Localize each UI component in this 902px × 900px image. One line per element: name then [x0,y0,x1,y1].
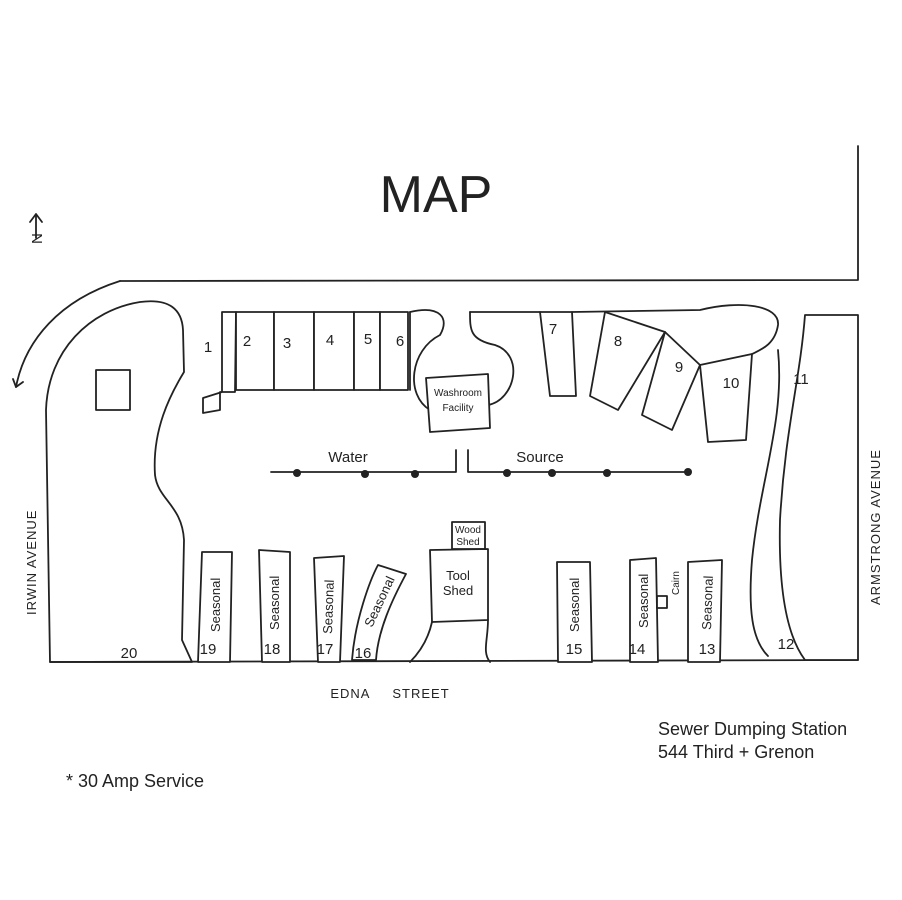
lot-11-number: 11 [793,371,809,388]
washroom-loop-road [409,309,515,411]
lot-2 [235,311,275,391]
lot-2-number: 2 [243,333,251,350]
lot-17-seasonal: Seasonal [320,579,337,634]
lot-5-number: 5 [364,331,372,348]
tool-shed-label-1: Tool [446,568,470,583]
lot-17 [313,555,345,663]
lot-11 [778,314,859,661]
wood-shed-label-1: Wood [455,525,481,536]
washroom-label-1: Washroom [434,388,482,399]
road-arrow-icon [12,378,24,388]
tool-shed-label-2: Shed [443,583,473,598]
lot-4-number: 4 [326,332,334,349]
lot-18-seasonal: Seasonal [267,576,282,630]
lot-1-number: 1 [204,339,212,356]
source-label: Source [516,449,564,466]
service-note: * 30 Amp Service [66,771,204,791]
lot-7 [539,311,577,397]
lot-9-number: 9 [675,359,683,376]
washroom-facility: Washroom Facility [425,373,491,433]
lot-20-number: 20 [121,645,138,662]
lot-6 [379,311,409,391]
sewer-station-label: Sewer Dumping Station [658,719,847,739]
lot-16 [351,564,407,661]
water-line [270,449,692,478]
edna-street-label: EDNA STREET [330,686,449,701]
lot-18-number: 18 [264,641,281,658]
lot-13-seasonal: Seasonal [699,575,716,630]
lot-20-structure [95,369,131,411]
washroom-label-2: Facility [442,403,473,414]
lot-5 [353,311,381,391]
lot-10 [699,353,753,443]
lot-1 [202,311,237,414]
cairn-label: Cairn [671,571,682,595]
lot-14 [629,557,659,663]
lot-15-seasonal: Seasonal [567,578,582,632]
lot-16-number: 16 [355,645,372,662]
armstrong-avenue-label: ARMSTRONG AVENUE [868,449,883,605]
lot-6-number: 6 [396,333,404,350]
lot-13-number: 13 [699,641,716,658]
lot-3 [273,311,315,391]
wood-shed: Wood Shed [451,521,486,550]
east-road-edge [749,349,781,657]
wood-shed-label-2: Shed [456,537,479,548]
irwin-avenue-label: IRWIN AVENUE [24,510,39,615]
map-title: MAP [380,166,493,224]
lot-7-number: 7 [549,321,557,338]
lot-19 [197,551,233,663]
lot-14-seasonal: Seasonal [636,574,651,628]
tool-shed: Tool Shed [409,548,491,663]
north-label: N [29,233,46,244]
lot-3-number: 3 [283,335,291,352]
lot-9 [641,331,701,431]
lot-13 [687,559,723,663]
water-label: Water [328,449,367,466]
cairn-marker [656,595,668,609]
lot-4 [313,311,355,391]
lot-20 [45,300,193,663]
lot-15-number: 15 [566,641,583,658]
lot-8-number: 8 [614,333,622,350]
north-boundary-line [119,145,859,282]
lot-19-seasonal: Seasonal [208,578,223,632]
lot-15 [556,561,593,663]
northeast-road-loop [571,304,779,355]
lot-17-number: 17 [317,641,334,658]
edna-street-edge [49,659,859,663]
lot-12-number: 12 [778,636,795,653]
north-arrow-icon: N [29,213,46,244]
sewer-station-address: 544 Third + Grenon [658,742,814,762]
lot-10-number: 10 [723,375,740,392]
lot-19-number: 19 [200,641,217,658]
lot-14-number: 14 [629,641,646,658]
lot-8 [589,311,666,411]
irwin-avenue-road-edge [15,280,121,388]
lot-18 [258,549,291,663]
